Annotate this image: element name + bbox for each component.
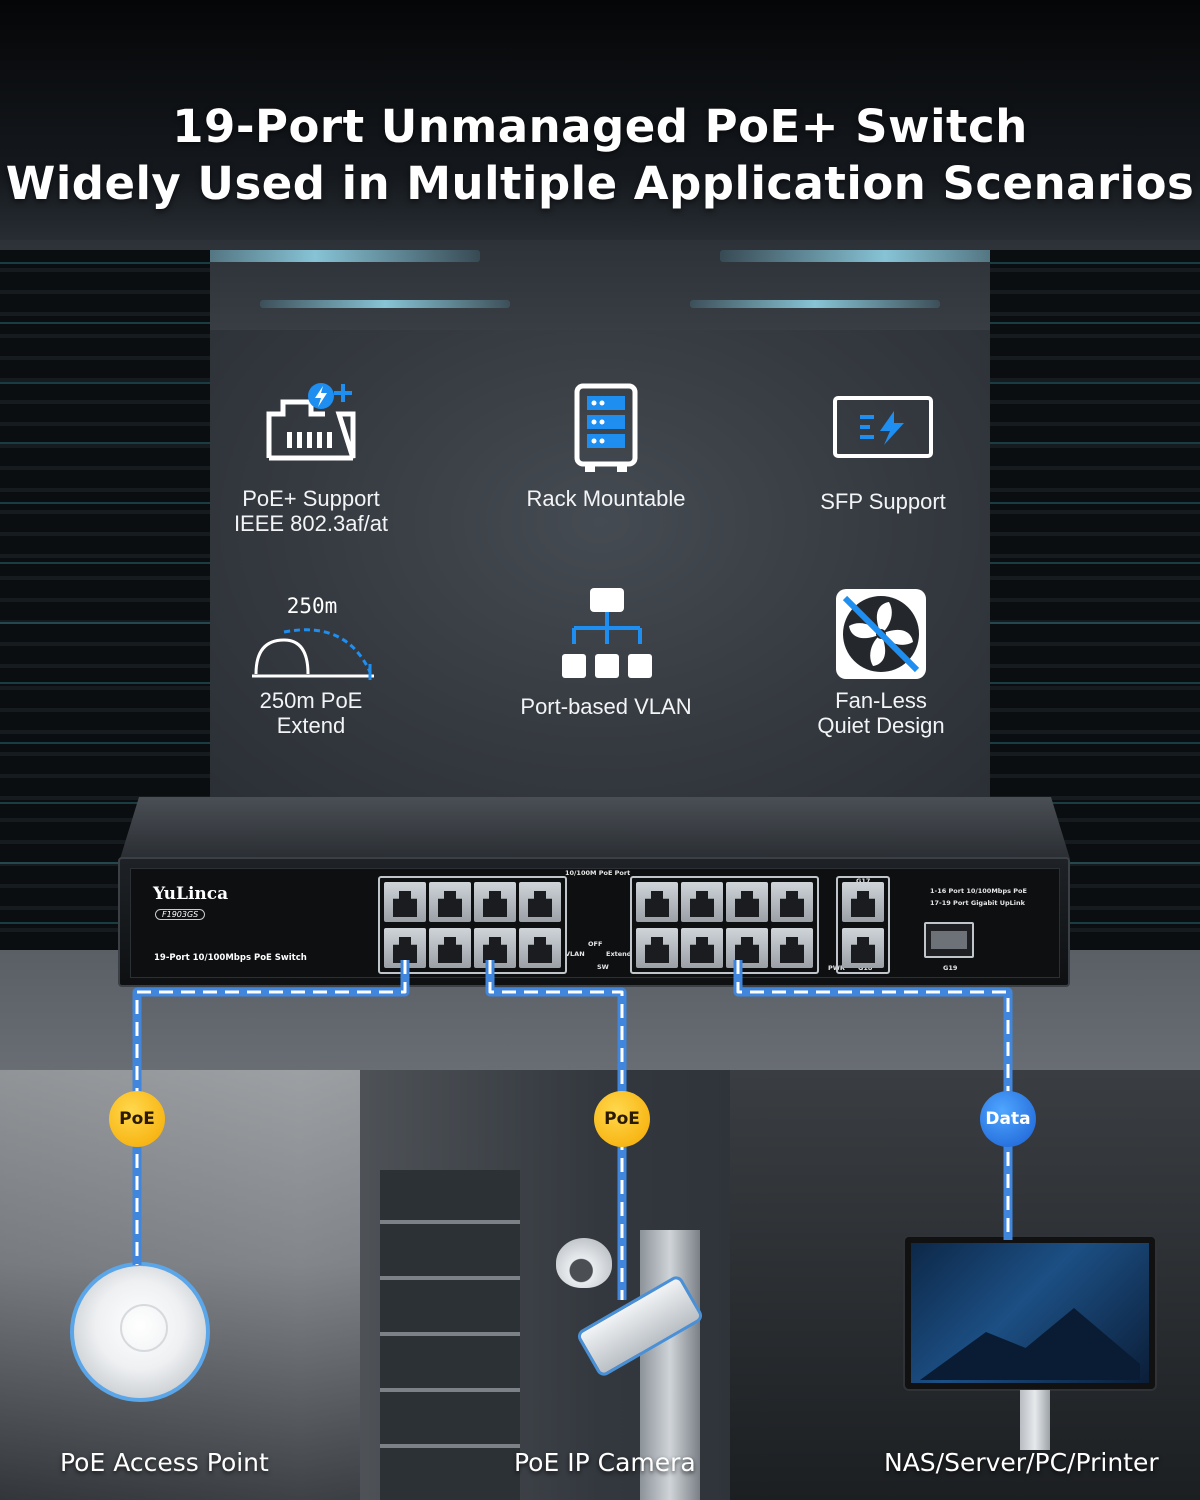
vlan-tree-icon — [562, 588, 652, 678]
caption-ip-camera: PoE IP Camera — [514, 1448, 696, 1477]
feature-poe-support: PoE+ Support IEEE 802.3af/at — [191, 380, 431, 536]
ceiling-light — [690, 300, 940, 308]
ethernet-port[interactable] — [474, 882, 516, 922]
ethernet-port[interactable] — [771, 928, 813, 968]
caption-access-point: PoE Access Point — [60, 1448, 269, 1477]
headline: 19-Port Unmanaged PoE+ Switch Widely Use… — [0, 98, 1200, 212]
feature-label: Fan-Less — [835, 688, 927, 713]
uplink-port-group — [836, 876, 890, 974]
feature-sublabel: Extend — [276, 713, 346, 738]
fan-off-icon — [836, 589, 926, 679]
headline-line2: Widely Used in Multiple Application Scen… — [5, 157, 1195, 210]
feature-label: SFP Support — [820, 489, 946, 514]
feature-rack-mountable: Rack Mountable — [486, 382, 726, 511]
poe-badge-camera: PoE — [594, 1091, 650, 1147]
ceiling-light — [720, 250, 1050, 262]
dome-camera — [556, 1238, 612, 1288]
ethernet-port[interactable] — [429, 928, 471, 968]
poe-port-group-1 — [378, 876, 567, 974]
port-legend-2: 17-19 Port Gigabit UpLink — [930, 899, 1025, 907]
top-background — [0, 0, 1200, 250]
feature-label: PoE+ Support — [242, 486, 380, 511]
sfp-module-icon — [833, 396, 933, 458]
data-badge-devices: Data — [980, 1091, 1036, 1147]
ethernet-port[interactable] — [429, 882, 471, 922]
rack-server-icon — [574, 383, 638, 472]
feature-port-vlan: Port-based VLAN — [486, 586, 726, 719]
ethernet-port[interactable] — [636, 928, 678, 968]
uplink-label-g17: G17 — [856, 877, 871, 885]
uplink-port-g17[interactable] — [842, 882, 884, 922]
poe-port-icon — [266, 383, 356, 461]
brand-logo: YuLinca — [153, 884, 229, 904]
feature-250m-extend: 250m 250m PoE Extend — [191, 594, 431, 738]
caption-devices: NAS/Server/PC/Printer — [884, 1448, 1159, 1477]
ethernet-port[interactable] — [681, 928, 723, 968]
ethernet-port[interactable] — [474, 928, 516, 968]
uplink-port-g18[interactable] — [842, 928, 884, 968]
switch-faceplate — [130, 868, 1060, 978]
poe-port-group-2 — [630, 876, 819, 974]
ethernet-port[interactable] — [771, 882, 813, 922]
ethernet-port[interactable] — [519, 882, 561, 922]
switch-top-cover — [120, 797, 1070, 859]
feature-label: Rack Mountable — [526, 486, 686, 511]
feature-fanless: Fan-Less Quiet Design — [761, 586, 1001, 738]
distance-label: 250m — [286, 594, 338, 618]
feature-sublabel: IEEE 802.3af/at — [233, 511, 389, 536]
port-legend-1: 1-16 Port 10/100Mbps PoE — [930, 887, 1027, 895]
model-number: F1903GS — [155, 909, 206, 920]
ceiling-light — [260, 300, 510, 308]
feature-sfp-support: SFP Support — [763, 395, 1003, 514]
ethernet-port[interactable] — [726, 928, 768, 968]
uplink-label-g19: G19 — [943, 964, 958, 972]
ethernet-port[interactable] — [636, 882, 678, 922]
port-group-label: 10/100M PoE Port — [565, 869, 631, 877]
feature-sublabel: Quiet Design — [817, 713, 945, 738]
ethernet-port[interactable] — [726, 882, 768, 922]
distance-arc-icon — [252, 628, 374, 680]
camera-pole — [640, 1230, 700, 1500]
switch-description: 19-Port 10/100Mbps PoE Switch — [154, 953, 307, 963]
ethernet-port[interactable] — [519, 928, 561, 968]
ethernet-port[interactable] — [384, 882, 426, 922]
sw-label: SW — [597, 963, 609, 971]
ethernet-port[interactable] — [681, 882, 723, 922]
building — [380, 1170, 520, 1500]
poe-badge-access-point: PoE — [109, 1091, 165, 1147]
feature-label: Port-based VLAN — [520, 694, 692, 719]
vlan-label: VLAN — [565, 950, 585, 958]
uplink-label-g18: G18 — [858, 964, 873, 972]
off-label: OFF — [588, 940, 603, 948]
sfp-port-g19[interactable] — [924, 922, 974, 958]
feature-label: 250m PoE — [259, 688, 363, 713]
headline-line1: 19-Port Unmanaged PoE+ Switch — [172, 100, 1028, 153]
extend-label: Extend — [606, 950, 632, 958]
monitor-stand — [1020, 1390, 1050, 1450]
ceiling-light — [150, 250, 480, 262]
